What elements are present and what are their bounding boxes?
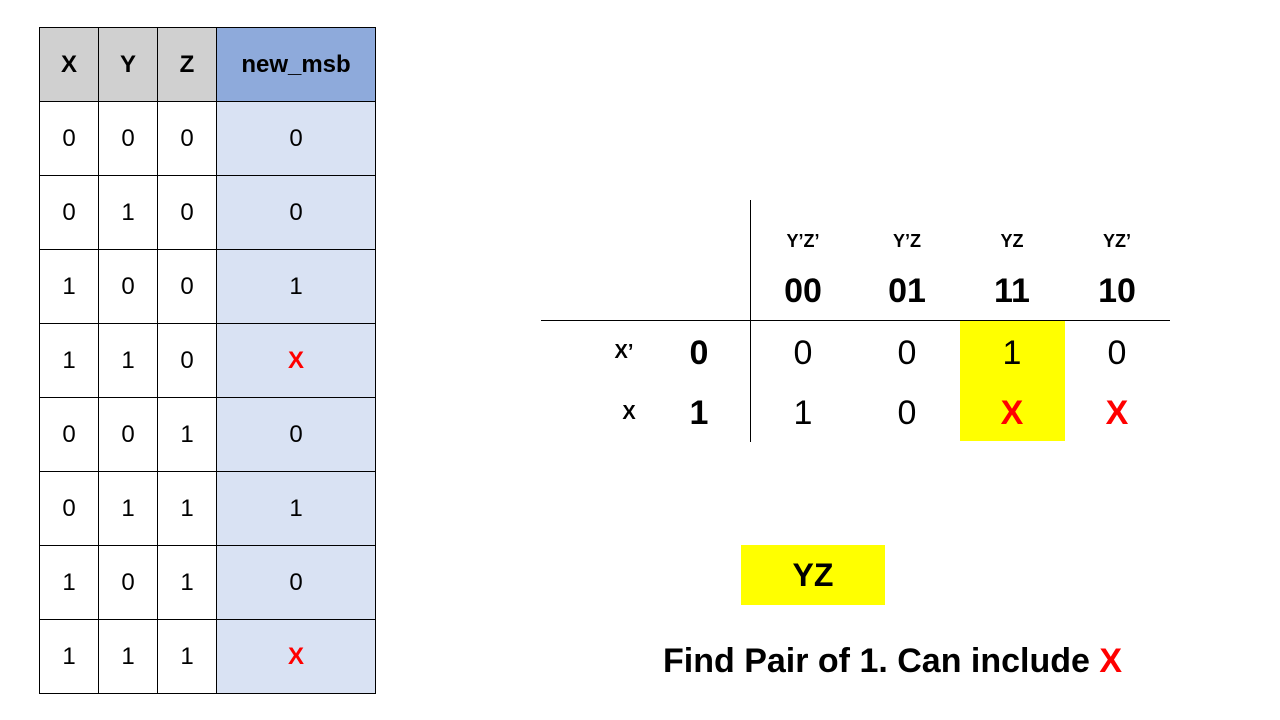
kmap-col-name: Y’Z (892, 231, 922, 251)
input-cell: 0 (39, 101, 99, 176)
kmap-col-code: 11 (994, 272, 1030, 310)
instruction-caption: Find Pair of 1. Can include X (663, 642, 1122, 681)
truth-table-header-row: X Y Z new_msb (39, 27, 376, 102)
input-cell: 1 (98, 619, 158, 694)
kmap-col-code: 00 (784, 272, 822, 310)
output-cell: 0 (216, 545, 376, 620)
input-cell: 0 (157, 175, 217, 250)
input-cell: 1 (157, 545, 217, 620)
instruction-emphasis: X (1099, 642, 1123, 680)
output-cell: X (216, 323, 376, 398)
input-cell: 0 (98, 101, 158, 176)
output-cell: 0 (216, 397, 376, 472)
input-cell: 1 (39, 619, 99, 694)
kmap-col-code: 10 (1098, 272, 1136, 310)
output-cell: 1 (216, 249, 376, 324)
input-cell: 1 (157, 471, 217, 546)
input-cell: 0 (39, 175, 99, 250)
kmap-col-name: Y’Z’ (786, 231, 820, 251)
kmap-cell: X (1105, 394, 1129, 432)
input-cell: 0 (98, 545, 158, 620)
kmap-row-code: 0 (689, 334, 709, 372)
input-cell: 0 (98, 249, 158, 324)
output-cell: X (216, 619, 376, 694)
kmap-cell: 0 (793, 334, 813, 372)
output-cell: 0 (216, 175, 376, 250)
input-cell: 1 (98, 471, 158, 546)
kmap-cell: 1 (793, 394, 813, 432)
input-cell: 0 (98, 397, 158, 472)
input-cell: 0 (39, 471, 99, 546)
input-cell: 0 (157, 101, 217, 176)
kmap-row-code: 1 (689, 394, 709, 432)
kmap-cell: X (1000, 394, 1024, 432)
input-cell: 0 (157, 249, 217, 324)
kmap-cell: 1 (1002, 334, 1022, 372)
kmap-row-name: X (622, 402, 636, 424)
kmap-col-name: YZ’ (1102, 231, 1132, 251)
instruction-text: Find Pair of 1. Can include (663, 642, 1100, 680)
output-cell: 0 (216, 101, 376, 176)
input-cell: 0 (39, 397, 99, 472)
kmap-horizontal-divider (541, 320, 1170, 321)
kmap-cell: 0 (897, 334, 917, 372)
kmap-vertical-divider (750, 200, 751, 442)
simplified-expression-box: YZ (741, 545, 885, 605)
input-cell: 1 (39, 249, 99, 324)
input-cell: 1 (157, 397, 217, 472)
header-z: Z (157, 27, 217, 102)
input-cell: 1 (98, 323, 158, 398)
input-cell: 1 (39, 323, 99, 398)
header-y: Y (98, 27, 158, 102)
input-cell: 1 (39, 545, 99, 620)
input-cell: 1 (98, 175, 158, 250)
input-cell: 1 (157, 619, 217, 694)
input-cell: 0 (157, 323, 217, 398)
kmap-col-name: YZ (1000, 231, 1024, 251)
output-cell: 1 (216, 471, 376, 546)
kmap-cell: 0 (1107, 334, 1127, 372)
simplified-expression: YZ (792, 556, 834, 593)
header-x: X (39, 27, 99, 102)
kmap-highlight-group (960, 321, 1065, 441)
header-new-msb: new_msb (216, 27, 376, 102)
kmap-row-name: X’ (614, 341, 634, 363)
kmap-col-code: 01 (888, 272, 926, 310)
kmap-cell: 0 (897, 394, 917, 432)
